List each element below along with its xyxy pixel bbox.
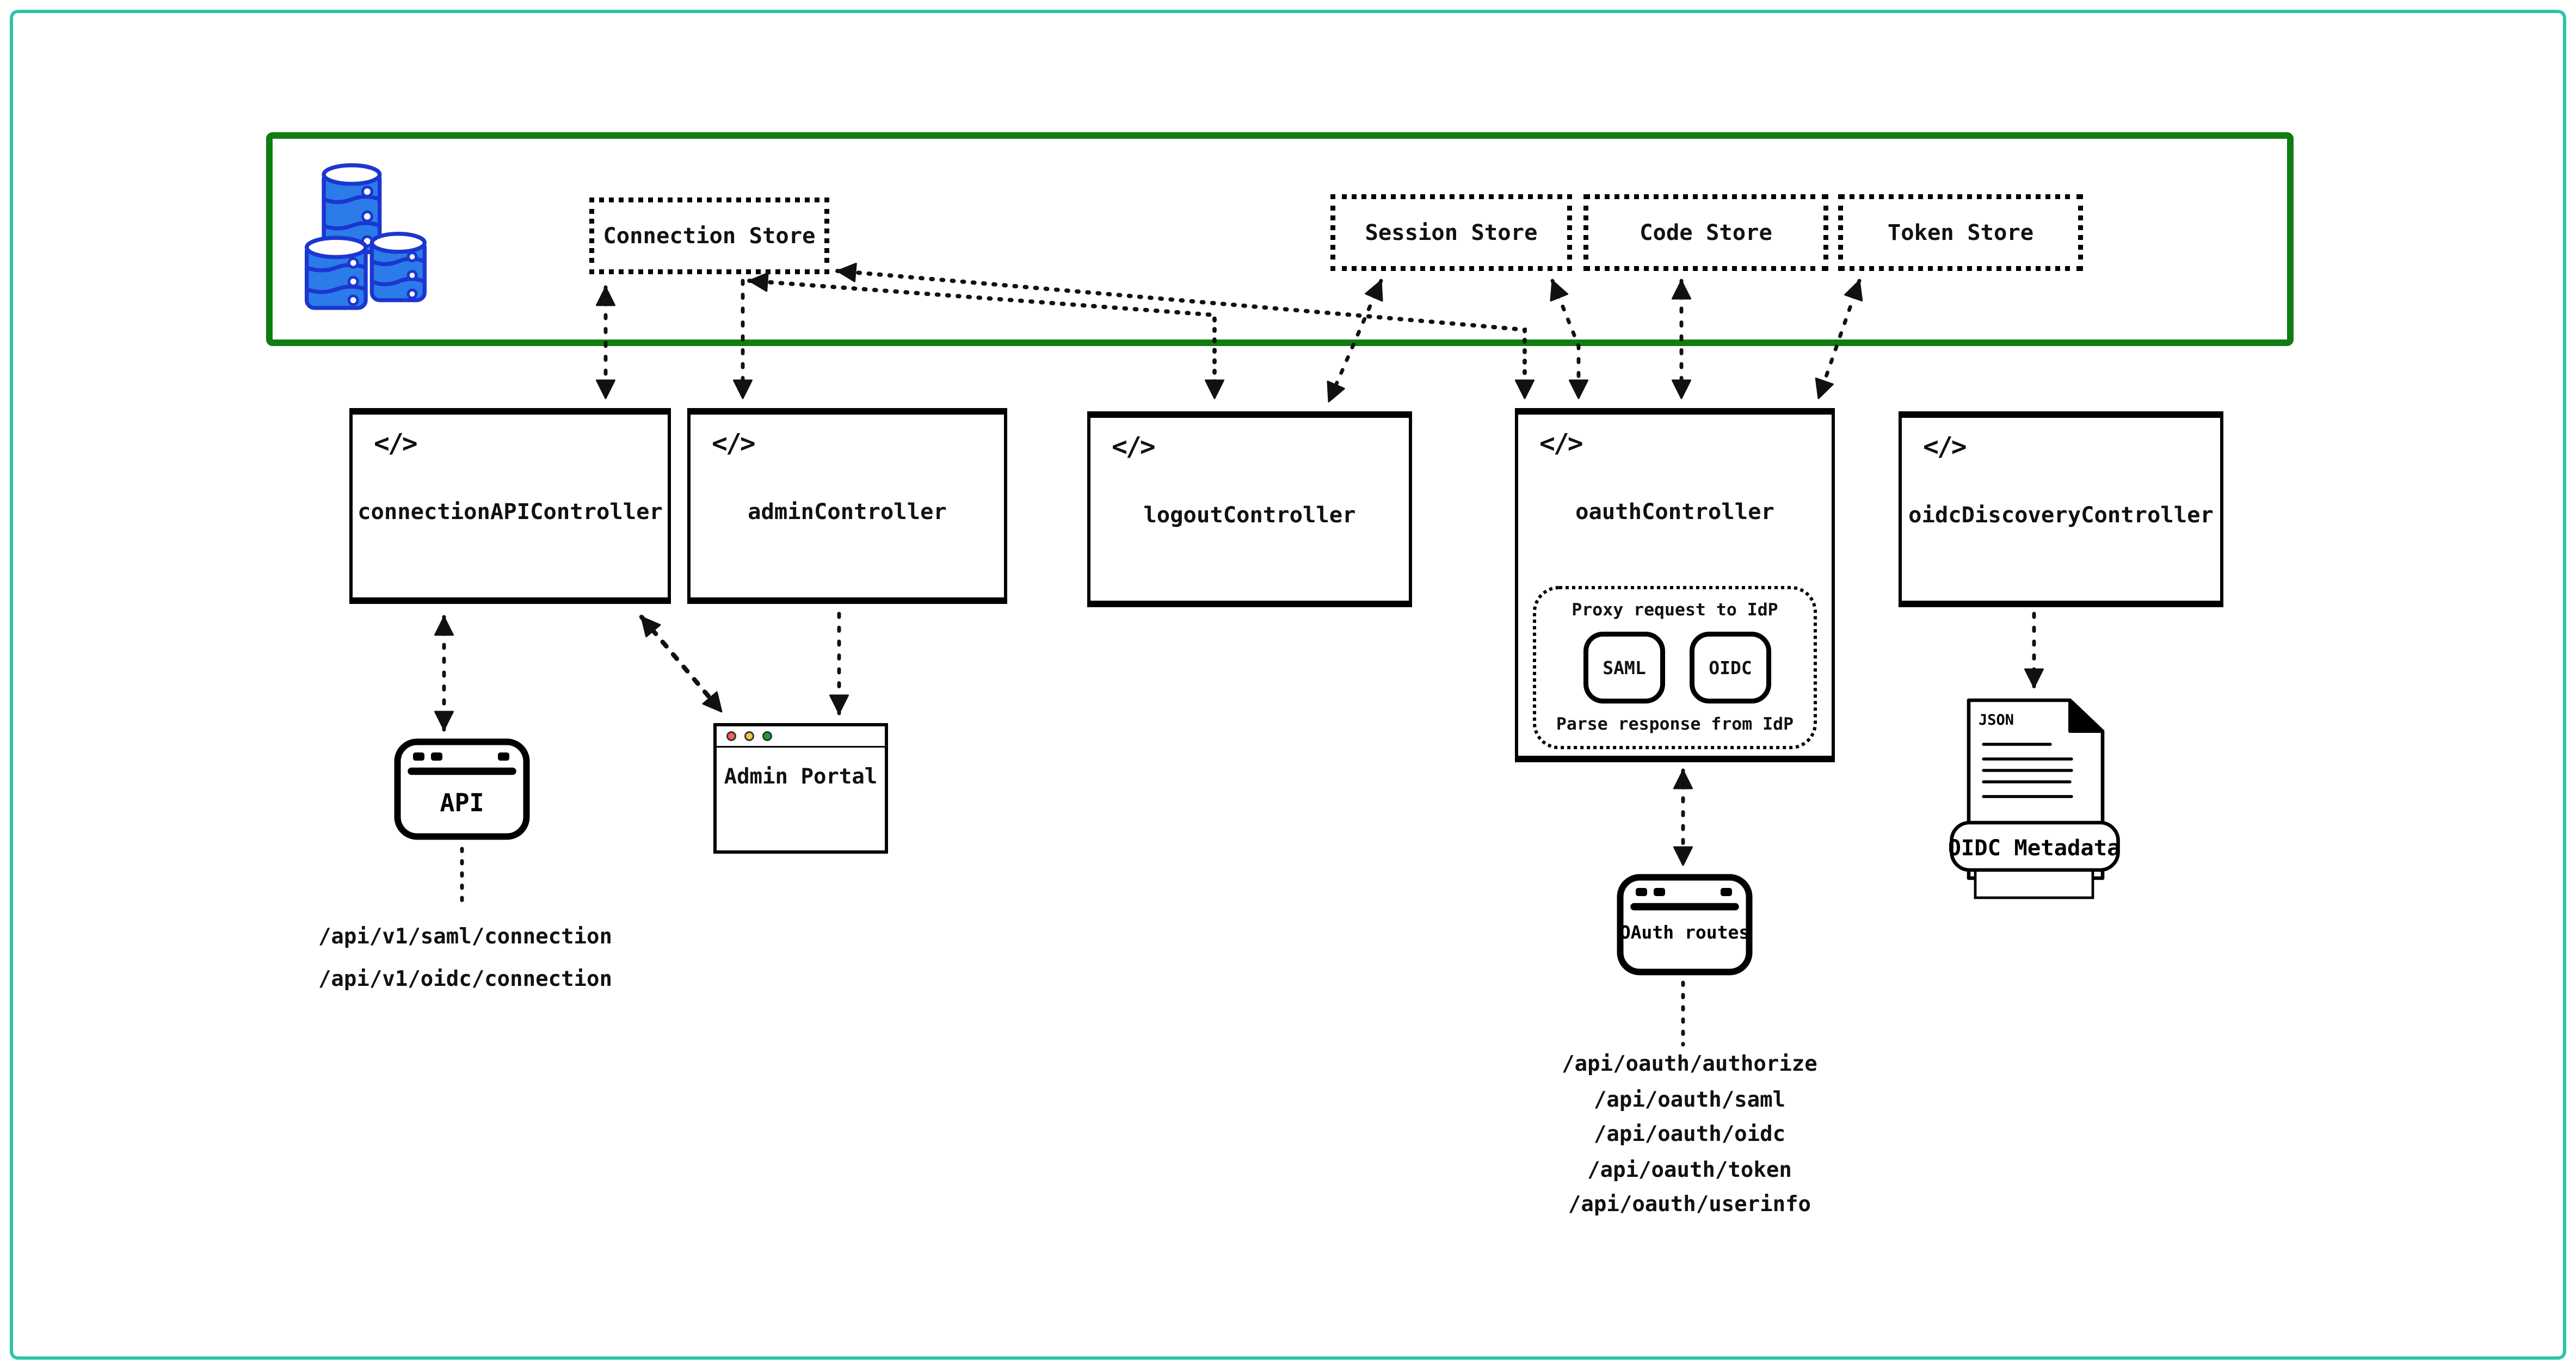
window-titlebar bbox=[717, 726, 885, 748]
controller-label: logoutController bbox=[1143, 503, 1356, 529]
controller-label: adminController bbox=[748, 499, 947, 526]
oauth-endpoints: /api/oauth/authorize /api/oauth/saml /ap… bbox=[1437, 1048, 1943, 1224]
connection-api-endpoints: /api/v1/saml/connection /api/v1/oidc/con… bbox=[212, 917, 718, 1002]
endpoint: /api/oauth/authorize bbox=[1562, 1053, 1817, 1077]
oauth-controller: </> oauthController Proxy request to IdP… bbox=[1515, 408, 1835, 762]
controller-label: oauthController bbox=[1575, 499, 1774, 526]
page-border bbox=[10, 10, 2566, 1360]
idp-proxy-bottom-label: Parse response from IdP bbox=[1556, 715, 1794, 735]
logout-controller: </> logoutController bbox=[1087, 411, 1412, 607]
endpoint: /api/oauth/userinfo bbox=[1568, 1194, 1811, 1219]
endpoint: /api/oauth/oidc bbox=[1593, 1123, 1786, 1148]
controller-label: oidcDiscoveryController bbox=[1908, 503, 2214, 529]
connection-store: Connection Store bbox=[589, 198, 829, 274]
idp-proxy-box: Proxy request to IdP SAML OIDC Parse res… bbox=[1533, 586, 1817, 749]
admin-portal-label: Admin Portal bbox=[724, 766, 878, 790]
code-icon: </> bbox=[1923, 431, 1967, 462]
code-icon: </> bbox=[1112, 431, 1156, 462]
session-store: Session Store bbox=[1330, 194, 1572, 271]
oidc-label: OIDC bbox=[1709, 657, 1752, 678]
connection-store-label: Connection Store bbox=[603, 223, 816, 249]
admin-portal-window: Admin Portal bbox=[713, 723, 888, 854]
oidc-protocol-box: OIDC bbox=[1690, 632, 1771, 703]
controller-label: connectionAPIController bbox=[358, 499, 663, 526]
connection-api-controller: </> connectionAPIController bbox=[349, 408, 671, 604]
endpoint: /api/oauth/saml bbox=[1593, 1088, 1786, 1113]
minimize-dot-icon bbox=[744, 730, 755, 741]
code-icon: </> bbox=[374, 428, 418, 459]
endpoint: /api/v1/saml/connection bbox=[318, 925, 612, 950]
idp-proxy-top-label: Proxy request to IdP bbox=[1572, 601, 1778, 620]
saml-label: SAML bbox=[1603, 657, 1646, 678]
code-store: Code Store bbox=[1583, 194, 1828, 271]
close-dot-icon bbox=[726, 730, 737, 741]
code-store-label: Code Store bbox=[1640, 219, 1772, 246]
maximize-dot-icon bbox=[762, 730, 773, 741]
endpoint: /api/v1/oidc/connection bbox=[318, 968, 612, 992]
endpoint: /api/oauth/token bbox=[1587, 1158, 1792, 1183]
token-store-label: Token Store bbox=[1887, 219, 2034, 246]
admin-controller: </> adminController bbox=[687, 408, 1007, 604]
token-store: Token Store bbox=[1838, 194, 2083, 271]
oidc-discovery-controller: </> oidcDiscoveryController bbox=[1899, 411, 2223, 607]
saml-protocol-box: SAML bbox=[1583, 632, 1665, 703]
session-store-label: Session Store bbox=[1365, 219, 1538, 246]
code-icon: </> bbox=[712, 428, 756, 459]
code-icon: </> bbox=[1539, 428, 1583, 459]
